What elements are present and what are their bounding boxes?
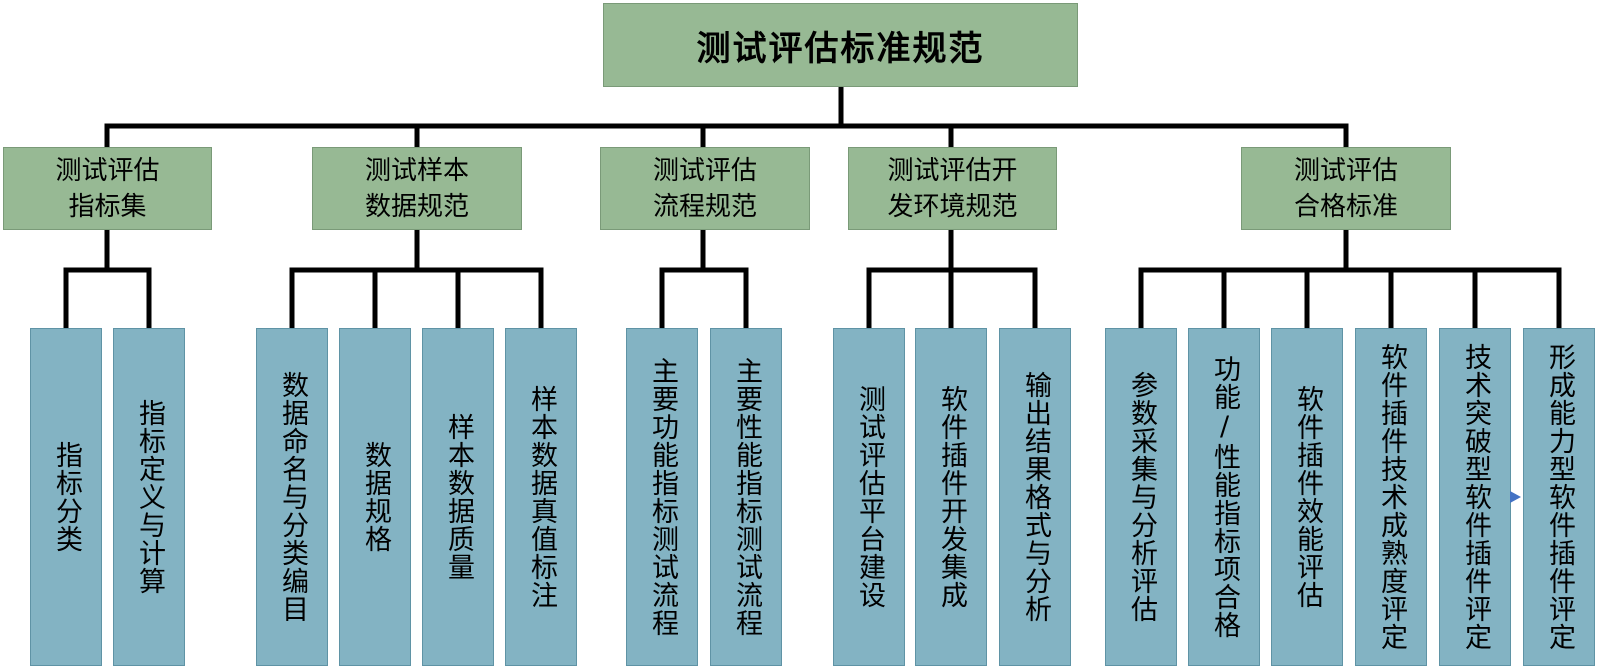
leaf-label: 输出结果格式与分析 (1020, 371, 1051, 623)
group-label: 测试评估 合格标准 (1293, 155, 1398, 222)
leaf-node: 主要功能指标测试流程 (626, 328, 698, 666)
pointer-arrow-icon (1510, 491, 1521, 503)
leaf-node: 输出结果格式与分析 (999, 328, 1071, 666)
leaf-node: 软件插件开发集成 (915, 328, 987, 666)
leaf-node: 参数采集与分析评估 (1105, 328, 1177, 666)
leaf-label: 技术突破型软件插件评定 (1460, 343, 1491, 651)
group-node-process: 测试评估 流程规范 (600, 147, 810, 230)
leaf-label: 参数采集与分析评估 (1126, 371, 1157, 623)
leaf-label: 软件插件技术成熟度评定 (1376, 343, 1407, 651)
group-node-indicator-set: 测试评估 指标集 (3, 147, 212, 230)
group-node-sample-data: 测试样本 数据规范 (312, 147, 522, 230)
leaf-node: 功能/性能指标项合格 (1188, 328, 1260, 666)
leaf-node: 指标定义与计算 (113, 328, 185, 666)
leaf-label: 软件插件效能评估 (1292, 385, 1323, 609)
leaf-label: 主要功能指标测试流程 (647, 357, 678, 637)
leaf-label: 功能/性能指标项合格 (1209, 355, 1240, 639)
leaf-label: 指标分类 (51, 441, 82, 553)
leaf-node: 形成能力型软件插件评定 (1523, 328, 1595, 666)
leaf-node: 样本数据真值标注 (505, 328, 577, 666)
leaf-node: 指标分类 (30, 328, 102, 666)
leaf-label: 形成能力型软件插件评定 (1544, 343, 1575, 651)
leaf-label: 测试评估平台建设 (854, 385, 885, 609)
leaf-node: 数据命名与分类编目 (256, 328, 328, 666)
group-node-dev-environment: 测试评估开 发环境规范 (848, 147, 1057, 230)
group-label: 测试样本 数据规范 (364, 155, 469, 222)
leaf-label: 指标定义与计算 (134, 399, 165, 595)
group-label: 测试评估开 发环境规范 (887, 155, 1018, 222)
root-label: 测试评估标准规范 (696, 28, 985, 69)
leaf-label: 样本数据质量 (443, 413, 474, 581)
leaf-node: 数据规格 (339, 328, 411, 666)
group-label: 测试评估 流程规范 (652, 155, 757, 222)
leaf-node: 软件插件效能评估 (1271, 328, 1343, 666)
leaf-label: 样本数据真值标注 (526, 385, 557, 609)
leaf-node: 主要性能指标测试流程 (710, 328, 782, 666)
leaf-label: 主要性能指标测试流程 (731, 357, 762, 637)
leaf-node: 样本数据质量 (422, 328, 494, 666)
leaf-node: 测试评估平台建设 (833, 328, 905, 666)
root-node: 测试评估标准规范 (603, 3, 1078, 87)
group-node-qualification: 测试评估 合格标准 (1241, 147, 1451, 230)
group-label: 测试评估 指标集 (55, 155, 160, 222)
leaf-node: 技术突破型软件插件评定 (1439, 328, 1511, 666)
leaf-label: 数据规格 (360, 441, 391, 553)
leaf-node: 软件插件技术成熟度评定 (1355, 328, 1427, 666)
leaf-label: 软件插件开发集成 (936, 385, 967, 609)
leaf-label: 数据命名与分类编目 (277, 371, 308, 623)
